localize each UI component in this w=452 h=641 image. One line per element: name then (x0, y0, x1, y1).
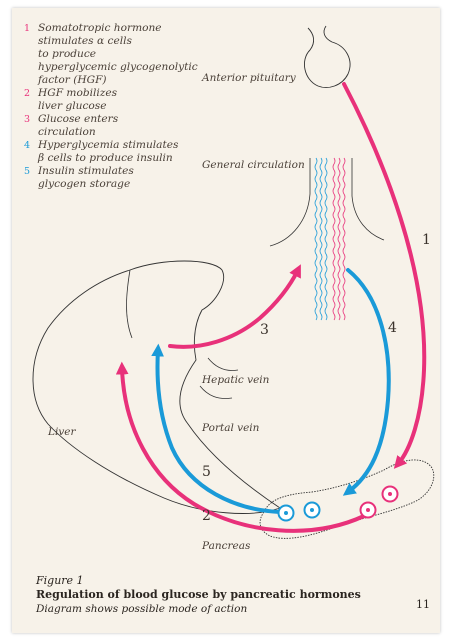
page-number: 11 (416, 598, 430, 611)
legend-number-3: 3 (24, 113, 30, 126)
label-liver: Liver (48, 426, 76, 438)
legend-item-2: 2 HGF mobilizes liver glucose (24, 87, 234, 113)
hepatic-vein-vessel (208, 358, 238, 371)
pathway-3-arrow (170, 270, 298, 347)
alpha-cell-2 (383, 487, 398, 502)
book-page: 1 Somatotropic hormone stimulates α cell… (12, 8, 440, 633)
pathway-number-1: 1 (422, 232, 431, 248)
legend-number-1: 1 (24, 22, 30, 35)
label-hepatic-vein: Hepatic vein (202, 374, 269, 386)
beta-cell-2 (305, 503, 320, 518)
legend-item-3: 3 Glucose enters circulation (24, 113, 234, 139)
pathway-1-arrow (344, 84, 424, 464)
vessel-right-wall (352, 158, 384, 240)
pathway-number-5: 5 (202, 464, 211, 480)
label-pancreas: Pancreas (202, 540, 250, 552)
pathway-number-3: 3 (260, 322, 269, 338)
figure-label: Figure 1 (36, 574, 361, 588)
pathway-number-4: 4 (388, 320, 397, 336)
liver-lobe-line (127, 270, 133, 338)
pancreas-outline (260, 460, 434, 538)
portal-vein-vessel (200, 386, 232, 399)
alpha-cell-1 (361, 503, 376, 518)
label-general-circulation: General circulation (202, 159, 305, 171)
figure-caption: Figure 1 Regulation of blood glucose by … (36, 574, 361, 616)
beta-cell-1 (279, 506, 294, 521)
figure-subtitle: Diagram shows possible mode of action (36, 602, 361, 616)
pituitary-gland-outline (304, 26, 350, 88)
label-portal-vein: Portal vein (202, 422, 259, 434)
pathway-number-2: 2 (202, 508, 211, 524)
vessel-left-wall (270, 158, 310, 246)
legend-number-5: 5 (24, 165, 30, 178)
legend-number-4: 4 (24, 139, 30, 152)
figure-title: Regulation of blood glucose by pancreati… (36, 588, 361, 602)
label-anterior-pituitary: Anterior pituitary (202, 72, 296, 84)
legend-number-2: 2 (24, 87, 30, 100)
general-circulation-lines (315, 158, 345, 320)
pathway-4-arrow (348, 270, 389, 492)
